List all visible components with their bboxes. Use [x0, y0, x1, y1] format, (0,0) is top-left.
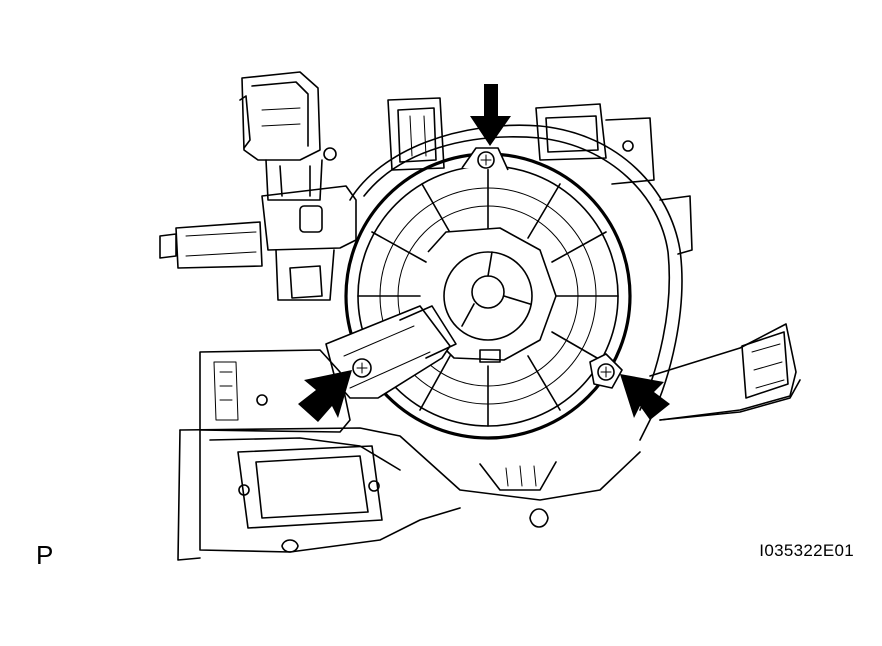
view-letter-label: P — [36, 540, 54, 570]
blower-fan — [344, 152, 632, 440]
upper-duct-bracket — [239, 71, 323, 201]
left-housing-block — [159, 147, 357, 301]
resistor-panel — [237, 445, 383, 529]
arrow-top-icon — [470, 84, 511, 146]
right-screw-boss — [589, 353, 623, 389]
screw-pointer-arrows — [298, 84, 670, 422]
arrow-right-icon — [620, 374, 670, 420]
top-brackets — [387, 97, 655, 185]
figure-code-label: I035322E01 — [759, 541, 854, 560]
lower-casing — [177, 349, 641, 561]
arrow-left-icon — [298, 370, 352, 422]
bottom-clip — [281, 461, 557, 553]
right-outlet-duct — [649, 323, 801, 421]
top-screw-boss — [461, 147, 509, 171]
